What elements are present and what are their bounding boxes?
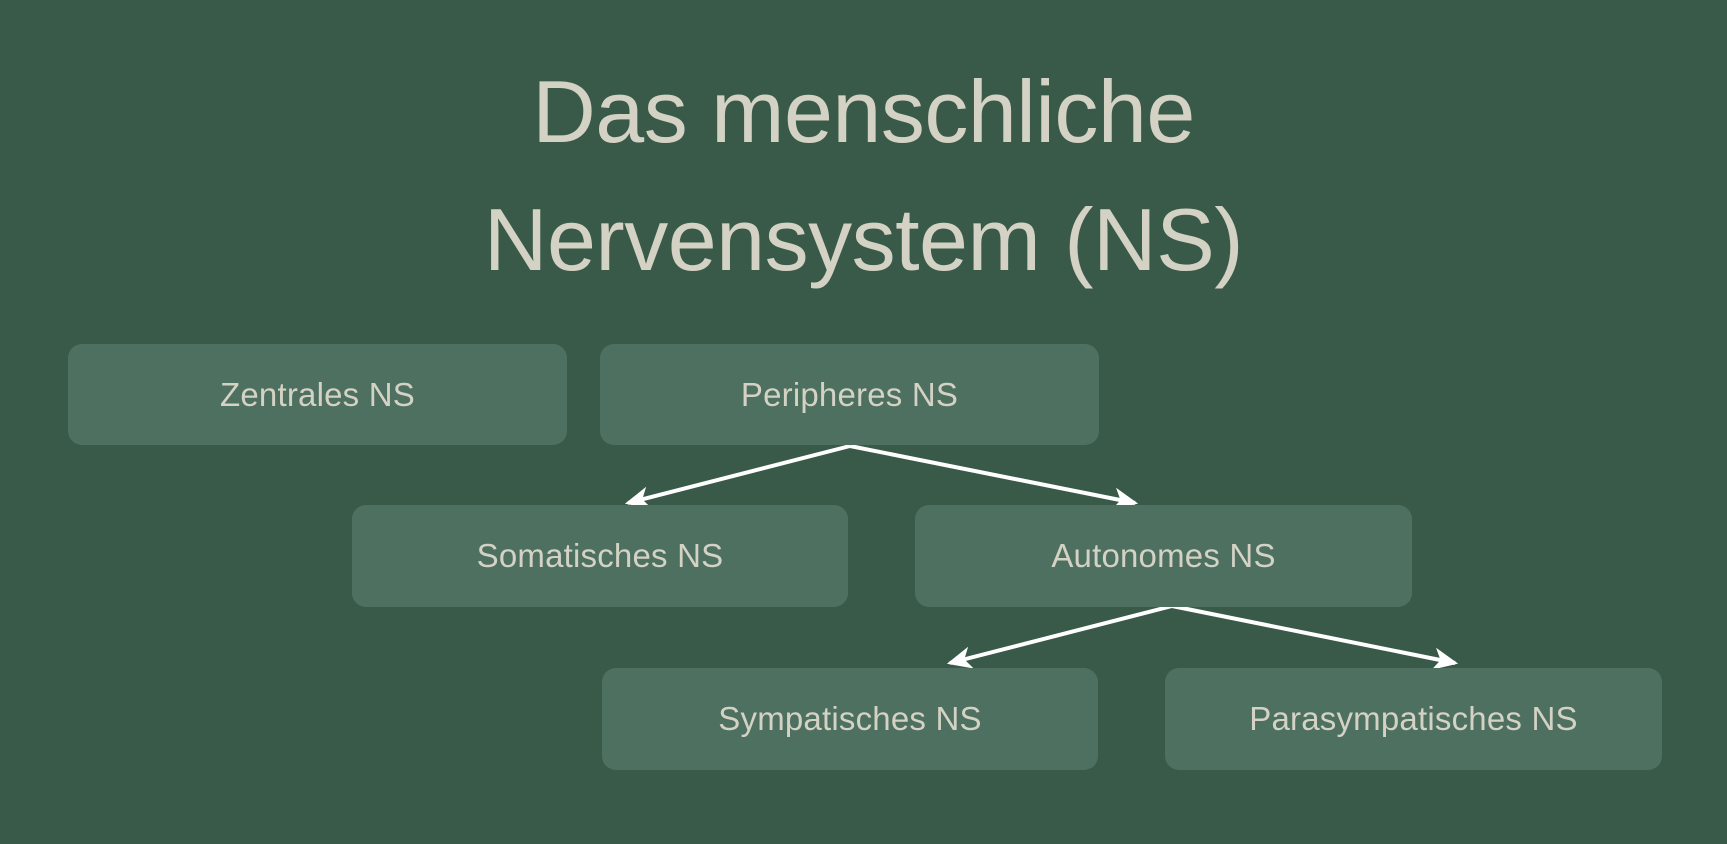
node-parasympatisches[interactable]: Parasympatisches NS <box>1165 668 1662 770</box>
node-sympatisches[interactable]: Sympatisches NS <box>602 668 1098 770</box>
edge-peripheres-to-somatisches <box>624 444 851 509</box>
node-label: Somatisches NS <box>476 537 724 574</box>
page-title: Das menschliche Nervensystem (NS) <box>483 62 1244 289</box>
node-somatisches[interactable]: Somatisches NS <box>352 505 848 607</box>
node-label: Peripheres NS <box>740 375 959 413</box>
node-autonomes[interactable]: Autonomes NS <box>915 505 1412 607</box>
edge-autonomes-to-parasympatisches <box>1171 604 1459 670</box>
node-zentrales[interactable]: Zentrales NS <box>68 344 567 445</box>
edge-autonomes-to-sympatisches <box>946 604 1173 669</box>
node-label: Zentrales NS <box>220 375 415 413</box>
node-label: Sympatisches NS <box>718 700 982 737</box>
edge-peripheres-to-autonomes <box>849 444 1139 510</box>
node-label: Autonomes NS <box>1051 537 1276 574</box>
node-peripheres[interactable]: Peripheres NS <box>600 344 1099 445</box>
node-label: Parasympatisches NS <box>1249 700 1578 737</box>
